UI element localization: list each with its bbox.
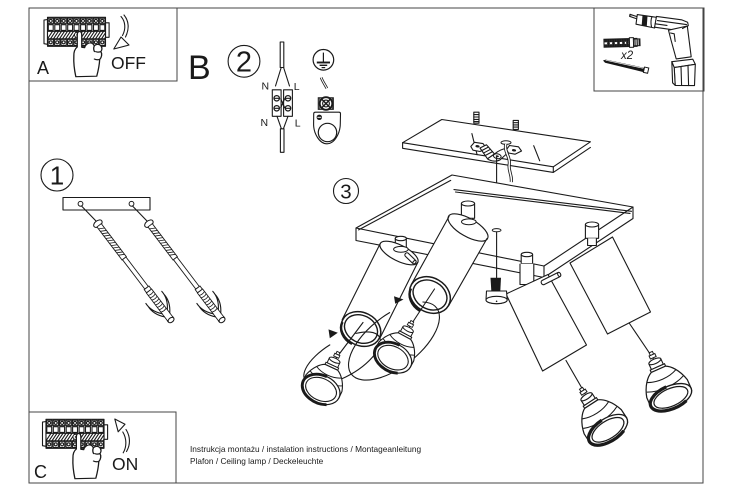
svg-text:N: N	[262, 81, 270, 93]
svg-text:Plafon / Ceiling lamp / Deckel: Plafon / Ceiling lamp / Deckeleuchte	[190, 456, 324, 466]
svg-text:L: L	[295, 118, 301, 130]
svg-text:Instrukcja montażu / instalati: Instrukcja montażu / instalation instruc…	[190, 444, 421, 454]
svg-text:L: L	[294, 81, 300, 93]
svg-text:B: B	[188, 49, 211, 87]
svg-text:2: 2	[236, 47, 252, 79]
svg-text:ON: ON	[112, 454, 138, 474]
svg-text:A: A	[37, 58, 49, 78]
svg-text:OFF: OFF	[111, 53, 146, 73]
svg-text:C: C	[34, 462, 47, 482]
svg-text:x2: x2	[620, 50, 634, 62]
svg-text:1: 1	[50, 160, 64, 190]
svg-text:3: 3	[340, 180, 351, 203]
svg-text:N: N	[261, 117, 269, 129]
